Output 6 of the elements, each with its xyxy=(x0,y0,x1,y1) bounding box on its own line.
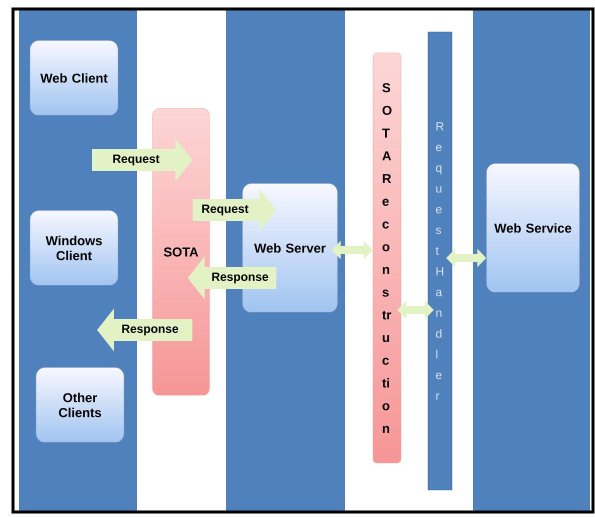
process-box: Web Client xyxy=(30,40,118,116)
vertical-bar: RequestHandler xyxy=(428,32,452,490)
process-box: Windows Client xyxy=(30,210,118,286)
process-box: Other Clients xyxy=(36,367,124,443)
vertical-bar: SOTAReconstruction xyxy=(372,52,402,464)
process-box: Web Service xyxy=(486,163,580,293)
